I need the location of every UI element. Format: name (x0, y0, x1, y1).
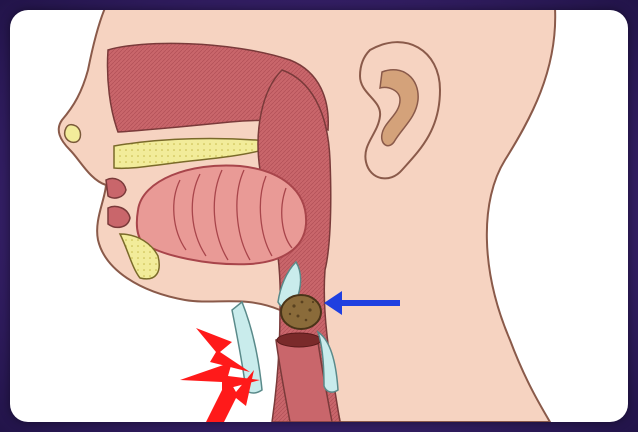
nose-tip (65, 125, 81, 143)
obstruction-mass (281, 295, 321, 329)
airway-opening (277, 333, 321, 347)
illustration-card (10, 10, 628, 422)
anatomy-illustration (10, 10, 628, 422)
tongue (137, 165, 306, 264)
